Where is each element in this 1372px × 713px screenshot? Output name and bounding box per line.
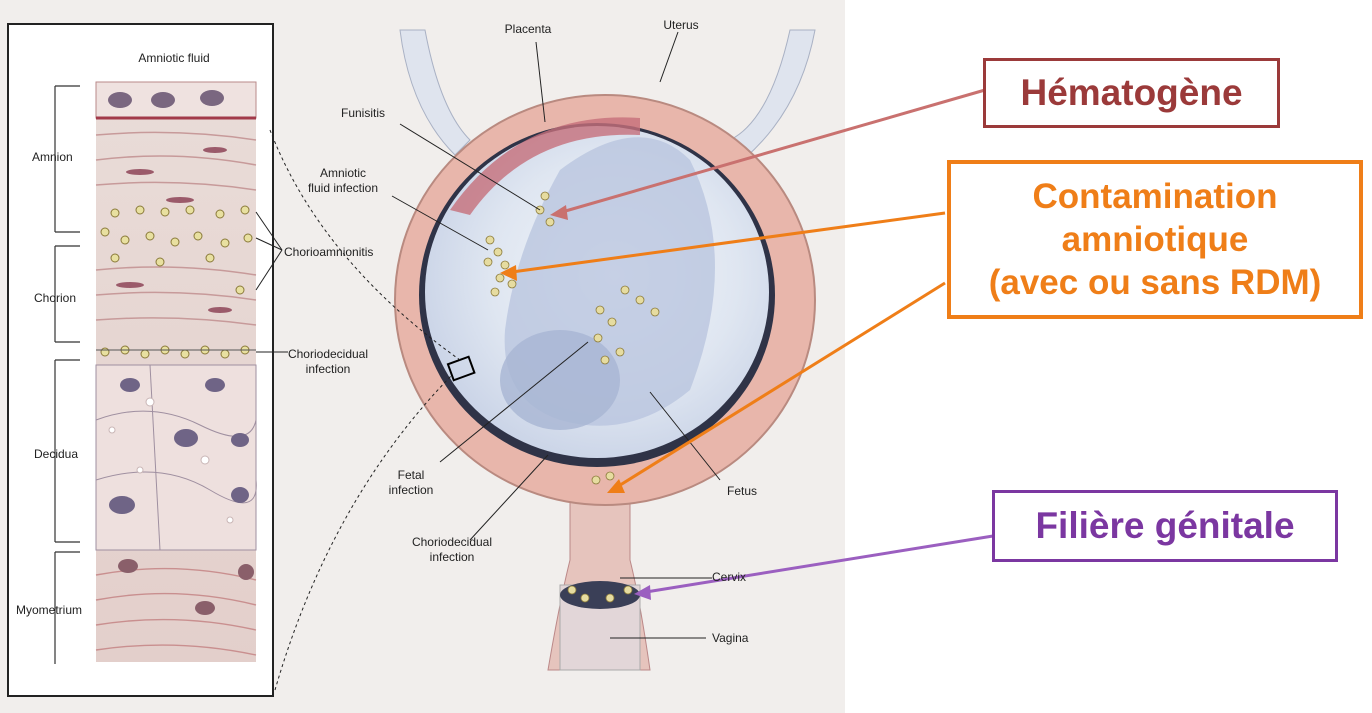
tissue-layer-panel <box>8 24 273 696</box>
amniotic-contamination-route-box: Contamination amniotique (avec ou sans R… <box>947 160 1363 319</box>
contamination-label-line1: Contamination <box>1033 175 1278 218</box>
layer-label-chorion: Chorion <box>34 291 76 305</box>
choriodecidual-infection-label-line2: infection <box>306 362 351 376</box>
funisitis-label: Funisitis <box>341 106 385 120</box>
contamination-label-line3: (avec ou sans RDM) <box>989 261 1322 304</box>
layer-label-amnion: Amnion <box>32 150 73 164</box>
placenta-label: Placenta <box>505 22 552 36</box>
layer-label-decidua: Decidua <box>34 447 78 461</box>
fetal-infection-label-line1: Fetal <box>398 468 425 482</box>
fetal-infection-label-line2: infection <box>389 483 434 497</box>
uterus-label: Uterus <box>663 18 698 32</box>
chorioamnionitis-label: Chorioamnionitis <box>284 245 373 259</box>
amniotic-fluid-label: Amniotic fluid <box>138 51 209 65</box>
hematogene-route-box: Hématogène <box>983 58 1280 128</box>
amniotic-fluid-infection-label-line1: Amniotic <box>320 166 366 180</box>
layer-label-myometrium: Myometrium <box>16 603 82 617</box>
genital-route-box: Filière génitale <box>992 490 1338 562</box>
choriodecidual-infection-lower-label-line2: infection <box>430 550 475 564</box>
amniotic-fluid-infection-label-line2: fluid infection <box>308 181 378 195</box>
hematogene-route-label: Hématogène <box>1020 72 1242 114</box>
fetus-label: Fetus <box>727 484 757 498</box>
genital-route-label: Filière génitale <box>1035 505 1294 547</box>
vagina-label: Vagina <box>712 631 748 645</box>
choriodecidual-infection-label-line1: Choriodecidual <box>288 347 368 361</box>
choriodecidual-infection-lower-label-line1: Choriodecidual <box>412 535 492 549</box>
contamination-label-line2: amniotique <box>1062 218 1249 261</box>
cervix-label: Cervix <box>712 570 746 584</box>
